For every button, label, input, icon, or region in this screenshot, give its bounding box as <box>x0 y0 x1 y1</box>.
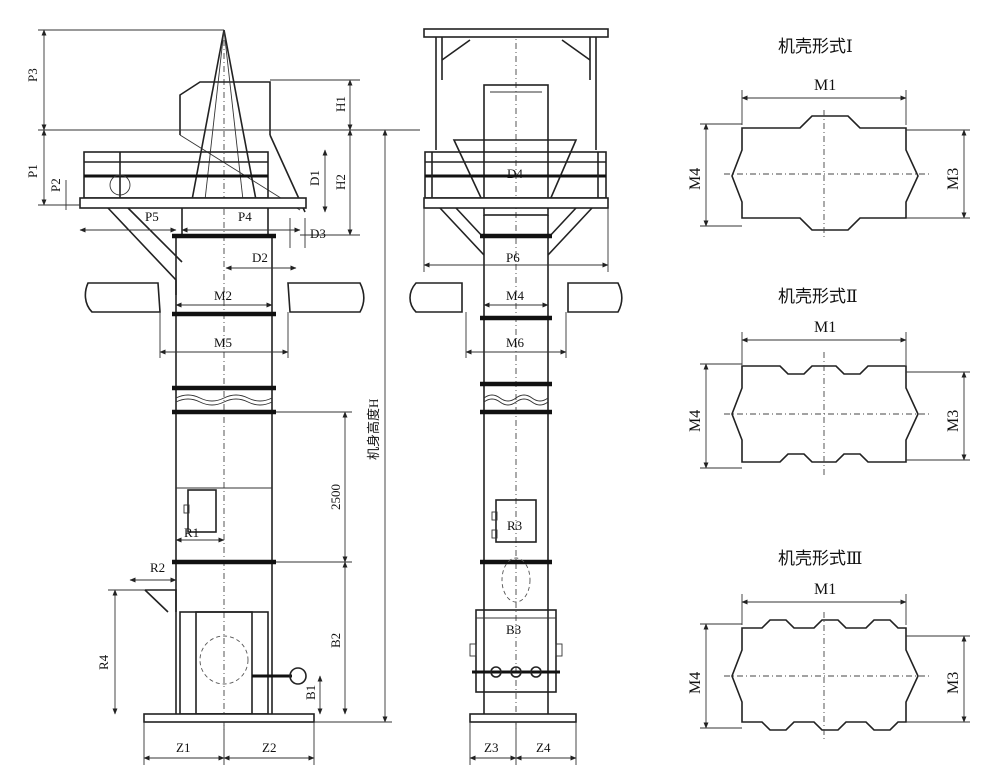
side-view: P3 P1 P2 P5 P4 H1 H2 D1 D3 D2 M2 M5 机身高度… <box>25 29 420 765</box>
label-r1: R1 <box>184 525 199 540</box>
shell-form-1-m3: M3 <box>945 168 962 190</box>
shell-form-2: 机壳形式Ⅱ M1 M4 M3 <box>687 287 970 476</box>
shell-form-3: 机壳形式Ⅲ M1 M4 M3 <box>687 549 970 740</box>
label-p6: P6 <box>506 250 520 265</box>
label-h2: H2 <box>333 174 348 190</box>
label-z4: Z4 <box>536 740 551 755</box>
shell-form-2-title: 机壳形式Ⅱ <box>778 287 858 306</box>
shell-form-1-title: 机壳形式Ⅰ <box>778 37 853 56</box>
label-b1: B1 <box>303 685 318 700</box>
label-p1: P1 <box>25 164 40 178</box>
shell-form-3-m3: M3 <box>945 672 962 694</box>
label-m4-front: M4 <box>506 288 525 303</box>
label-p3: P3 <box>25 68 40 82</box>
label-2500: 2500 <box>328 484 343 510</box>
shell-form-3-m4: M4 <box>687 672 704 694</box>
shell-form-3-m1: M1 <box>814 581 836 598</box>
shell-form-2-m1: M1 <box>814 319 836 336</box>
label-z1: Z1 <box>176 740 190 755</box>
label-z2: Z2 <box>262 740 276 755</box>
label-r4: R4 <box>96 654 111 670</box>
label-d3: D3 <box>310 226 326 241</box>
label-m5: M5 <box>214 335 232 350</box>
shell-form-1: 机壳形式Ⅰ M1 M4 M3 <box>687 37 970 238</box>
label-height: 机身高度H <box>366 399 381 460</box>
shell-form-1-m4: M4 <box>687 168 704 190</box>
label-p4: P4 <box>238 209 252 224</box>
shell-form-2-m3: M3 <box>945 410 962 432</box>
label-m2: M2 <box>214 288 232 303</box>
shell-form-3-title: 机壳形式Ⅲ <box>778 549 862 568</box>
label-b2: B2 <box>328 633 343 648</box>
label-d4: D4 <box>507 166 523 181</box>
label-m6: M6 <box>506 335 525 350</box>
shell-form-1-m1: M1 <box>814 77 836 94</box>
label-p2: P2 <box>48 178 63 192</box>
label-h1: H1 <box>333 96 348 112</box>
label-d2: D2 <box>252 250 268 265</box>
label-d1: D1 <box>307 170 322 186</box>
label-r2: R2 <box>150 560 165 575</box>
label-z3: Z3 <box>484 740 498 755</box>
shell-form-2-m4: M4 <box>687 410 704 432</box>
label-r3: R3 <box>507 518 522 533</box>
label-p5: P5 <box>145 209 159 224</box>
label-b3: B3 <box>506 622 521 637</box>
front-view: D4 P6 M4 M6 R3 B3 Z3 Z4 <box>409 28 623 765</box>
